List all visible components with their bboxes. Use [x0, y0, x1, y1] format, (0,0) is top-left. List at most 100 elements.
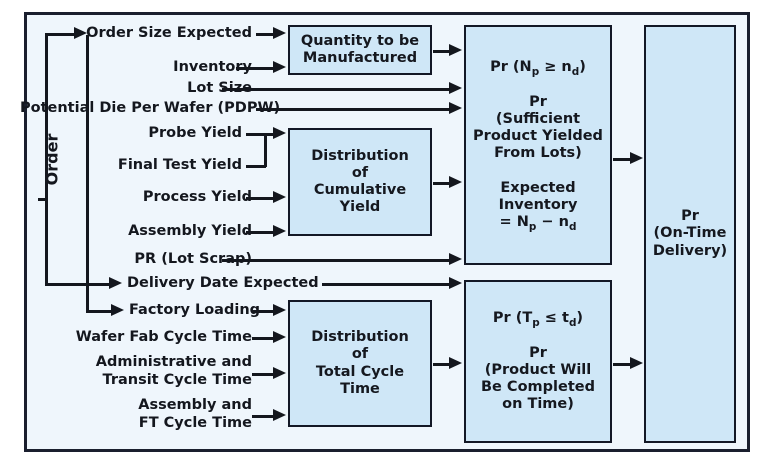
box-total-cycle-time-line3: Total Cycle [315, 363, 405, 380]
input-label-assembly-and-ft-cycle-time-line1: Assembly and [138, 397, 252, 413]
box-distribution-of-total-cycle-time[interactable]: Distribution of Total Cycle Time [288, 300, 432, 427]
box-cumulative-yield-line3: Cumulative [313, 182, 407, 198]
arrowhead-quantity-out [449, 44, 462, 56]
equation-sub-p: p [528, 221, 537, 234]
box-sufficient-product-line5: Expected [500, 180, 576, 197]
box-sufficient-product-equation: = Np − nd [473, 214, 603, 234]
order-tick-line [38, 198, 48, 201]
arrowhead-delivery-date-expected [109, 277, 122, 289]
arrowhead-cumulative-yield-bottom [273, 225, 286, 237]
box-on-time-delivery-line3: Delivery) [652, 242, 728, 259]
order-bracket-vertical-inner [86, 35, 89, 312]
formula-prefix: Pr (N [490, 58, 532, 75]
line-inventory-to-quantity [236, 67, 274, 70]
box-pr-sufficient-product-yielded-from-lots[interactable]: Pr (Np ≥ nd) Pr (Sufficient Product Yiel… [464, 25, 612, 265]
line-factory-loading [252, 310, 274, 313]
line-lot-size-to-sufficient-product [222, 88, 450, 91]
line-assembly-ft-cycle-time [252, 415, 274, 418]
input-label-administrative-and-transit-cycle-time-line2: Transit Cycle Time [102, 372, 252, 388]
order-branch-factory-loading [86, 310, 112, 313]
input-label-assembly-and-ft-cycle-time-line2: FT Cycle Time [138, 415, 252, 431]
box-total-cycle-time-line1: Distribution [311, 329, 409, 346]
input-label-probe-yield: Probe Yield [148, 125, 242, 141]
equation-prefix: = N [499, 214, 529, 231]
arrowhead-total-cycle-time-out [449, 357, 462, 369]
arrowhead-completed-on-time-out [630, 357, 643, 369]
formula2-prefix: Pr (T [492, 309, 533, 326]
line-cumulative-yield-to-sufficient-product [433, 182, 450, 185]
box-sufficient-product-line4: From Lots) [494, 145, 582, 161]
formula2-sub-d: d [568, 316, 577, 329]
formula2-mid: ≤ t [539, 309, 569, 326]
line-order-size-to-quantity [256, 33, 274, 36]
formula2-suffix: ) [576, 309, 584, 326]
line-pr-lot-scrap [222, 259, 450, 262]
box-sufficient-product-formula: Pr (Np ≥ nd) [473, 58, 603, 78]
line-final-test-yield [246, 165, 266, 168]
arrowhead-pr-lot-scrap [449, 253, 462, 265]
box-completed-on-time-line3: Be Completed [481, 379, 595, 396]
arrowhead-sufficient-product-out [630, 152, 643, 164]
input-label-order-size-expected: Order Size Expected [86, 25, 252, 41]
line-assembly-yield [246, 231, 274, 234]
arrowhead-cycle-time-1 [273, 304, 286, 316]
input-label-inventory: Inventory [173, 59, 252, 75]
box-distribution-of-cumulative-yield[interactable]: Distribution of Cumulative Yield [288, 128, 432, 236]
line-process-yield [246, 197, 274, 200]
input-label-final-test-yield: Final Test Yield [117, 157, 242, 173]
box-sufficient-product-line2: (Sufficient [495, 110, 581, 127]
box-quantity-to-be-manufactured[interactable]: Quantity to be Manufactured [288, 25, 432, 75]
order-branch-delivery-date [45, 283, 110, 286]
arrowhead-to-quantity-bottom [273, 61, 286, 73]
line-sufficient-product-to-on-time-delivery [613, 158, 631, 161]
arrowhead-cycle-time-4 [273, 409, 286, 421]
box-completed-on-time-line2: (Product Will [484, 361, 592, 378]
box-cumulative-yield-line2: of [351, 164, 369, 181]
line-yield-merge-to-box [264, 133, 274, 136]
formula-sub-p: p [531, 65, 540, 78]
box-on-time-delivery-line1: Pr [681, 208, 699, 225]
input-label-assembly-yield: Assembly Yield [128, 223, 252, 239]
arrowhead-order-size-expected [74, 27, 87, 39]
arrowhead-cycle-time-2 [273, 331, 286, 343]
box-completed-on-time-line4: on Time) [502, 396, 574, 413]
box-completed-on-time-line1: Pr [529, 344, 547, 361]
formula2-sub-p: p [532, 316, 540, 329]
input-label-potential-die-per-wafer: Potential Die Per Wafer (PDPW) [20, 100, 281, 116]
box-cumulative-yield-line1: Distribution [311, 147, 409, 164]
box-sufficient-product-line6: Inventory [498, 197, 578, 214]
arrowhead-cumulative-yield-top [273, 127, 286, 139]
box-quantity-line2: Manufactured [302, 50, 418, 66]
line-total-cycle-time-to-completed-on-time [433, 363, 450, 366]
box-quantity-line1: Quantity to be [300, 32, 420, 49]
line-administrative-transit-cycle-time [252, 373, 274, 376]
order-bracket-vertical-outer [45, 33, 48, 285]
line-completed-on-time-to-on-time-delivery [613, 363, 631, 366]
arrowhead-cumulative-yield-out [449, 176, 462, 188]
box-cumulative-yield-line4: Yield [339, 199, 381, 216]
box-sufficient-product-line3: Product Yielded [473, 127, 603, 144]
formula-sub-d: d [571, 65, 580, 78]
box-completed-on-time-formula: Pr (Tp ≤ td) [481, 309, 595, 329]
arrowhead-cumulative-yield-mid [273, 191, 286, 203]
formula-suffix: ) [579, 58, 586, 75]
box-total-cycle-time-line2: of [351, 346, 369, 363]
input-label-administrative-and-transit-cycle-time-line1: Administrative and [95, 354, 252, 370]
arrowhead-pdpw [449, 102, 462, 114]
box-total-cycle-time-line4: Time [340, 380, 380, 397]
line-delivery-date [322, 283, 450, 286]
line-pdpw-to-sufficient-product [256, 108, 450, 111]
line-quantity-to-sufficient-product [433, 50, 450, 53]
arrowhead-lot-size [449, 82, 462, 94]
input-label-lot-size: Lot Size [187, 80, 252, 96]
equation-mid: − n [536, 214, 569, 231]
input-label-pr-lot-scrap: PR (Lot Scrap) [134, 251, 252, 267]
input-label-wafer-fab-cycle-time: Wafer Fab Cycle Time [75, 329, 252, 345]
arrowhead-cycle-time-3 [273, 367, 286, 379]
formula-mid: ≥ n [539, 58, 572, 75]
box-pr-on-time-delivery[interactable]: Pr (On-Time Delivery) [644, 25, 736, 443]
equation-sub-d: d [568, 221, 577, 234]
box-sufficient-product-line1: Pr [529, 93, 547, 110]
box-pr-product-will-be-completed-on-time[interactable]: Pr (Tp ≤ td) Pr (Product Will Be Complet… [464, 280, 612, 443]
